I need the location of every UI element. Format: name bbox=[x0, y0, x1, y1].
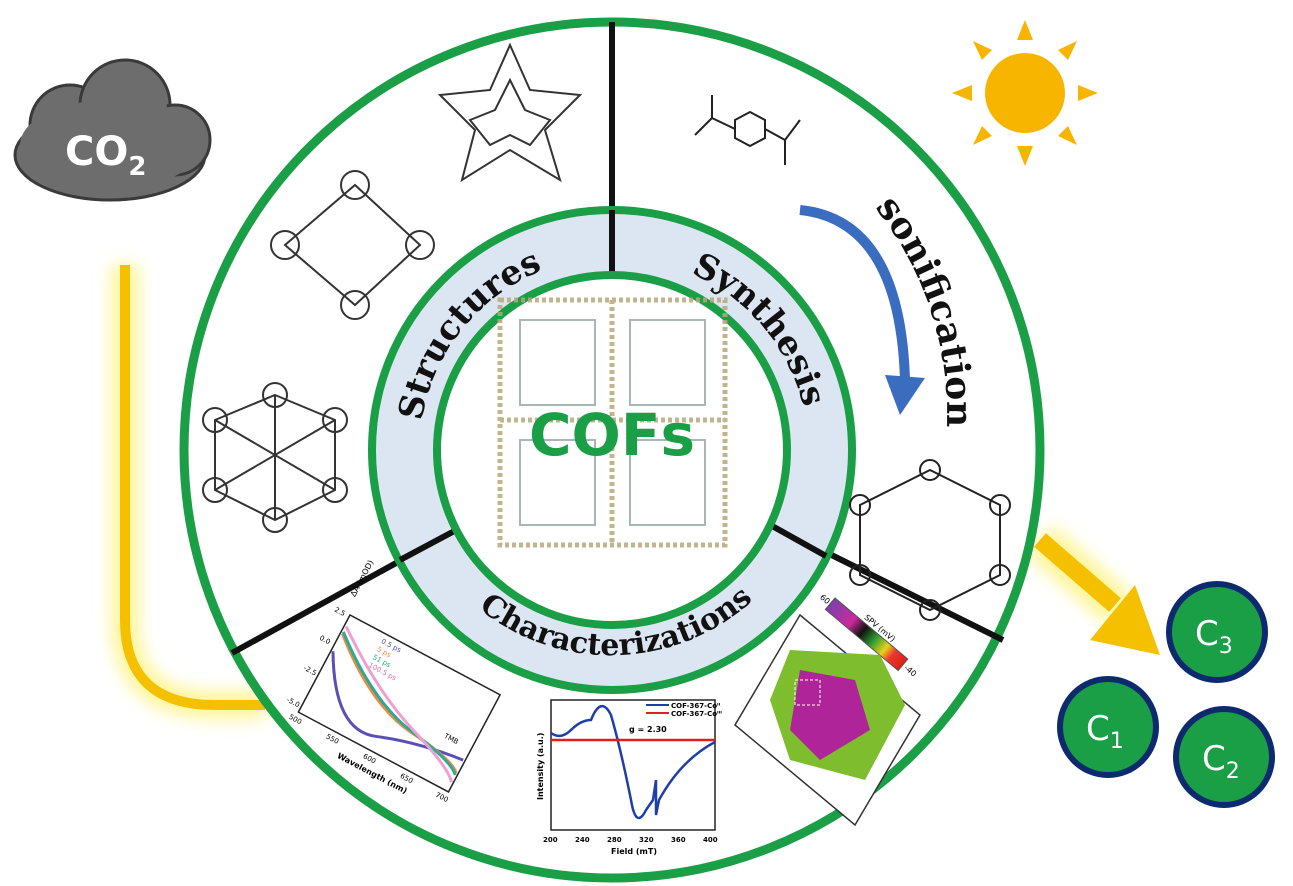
svg-text:CO2: CO2 bbox=[65, 129, 146, 182]
co2-cloud: CO2 bbox=[13, 58, 212, 202]
epr-legend: COF-367-Coᴵᴵ bbox=[671, 702, 721, 710]
epr-annotation: g = 2.30 bbox=[629, 725, 667, 734]
sun-icon bbox=[952, 20, 1098, 166]
epr-xtick: 200 bbox=[543, 836, 558, 844]
structure-rhombus-framework bbox=[270, 170, 435, 320]
co2-subscript: 2 bbox=[128, 152, 146, 182]
synthesis-arrow bbox=[799, 205, 910, 381]
epr-chart: COF-367-Coᴵᴵ COF-367-Coᴵᴵᴵ g = 2.30 Inte… bbox=[536, 699, 722, 856]
structure-star-framework bbox=[437, 42, 583, 183]
epr-xtick: 320 bbox=[639, 836, 654, 844]
product-c3: C3 bbox=[1166, 581, 1268, 683]
epr-legend: COF-367-Coᴵᴵᴵ bbox=[671, 710, 722, 718]
product-flow-arrow bbox=[1026, 524, 1160, 655]
co2-label: CO bbox=[65, 129, 128, 175]
product-c1: C1 bbox=[1057, 676, 1159, 778]
svg-text:C1: C1 bbox=[1086, 709, 1124, 754]
svg-text:C2: C2 bbox=[1202, 739, 1240, 784]
epr-xtick: 400 bbox=[703, 836, 718, 844]
epr-xtick: 360 bbox=[671, 836, 686, 844]
epr-xtick: 280 bbox=[607, 836, 622, 844]
epr-xlabel: Field (mT) bbox=[611, 847, 657, 856]
epr-ylabel: Intensity (a.u.) bbox=[536, 733, 545, 800]
cof-product-hexagon bbox=[849, 459, 1011, 621]
epr-xtick: 240 bbox=[575, 836, 590, 844]
product-c2: C2 bbox=[1173, 706, 1275, 808]
boronic-acid-molecule bbox=[694, 95, 801, 165]
structure-hexagon-framework bbox=[202, 382, 348, 533]
co2-flow-arrow bbox=[111, 265, 265, 719]
center-label: COFs bbox=[529, 401, 695, 469]
spv-map: SPV (mV) 60 -40 bbox=[734, 593, 921, 827]
cof-framework-image bbox=[497, 297, 728, 548]
svg-text:C3: C3 bbox=[1195, 614, 1233, 659]
